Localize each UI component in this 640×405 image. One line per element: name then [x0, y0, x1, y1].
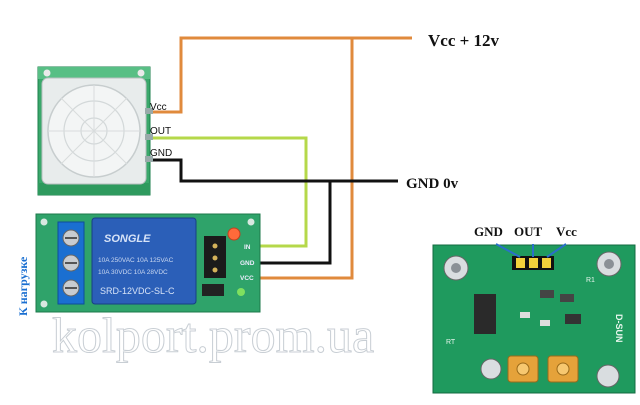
pcb-inset	[432, 243, 636, 394]
gnd-wire	[150, 158, 398, 183]
out-wire	[150, 136, 308, 248]
relay-module	[35, 213, 261, 313]
pir-pin-gnd-label: GND	[150, 148, 172, 159]
pcb-ref-rt: RT	[446, 339, 456, 346]
pir-sensor-module	[37, 66, 153, 196]
vcc-wire	[150, 36, 412, 114]
gnd-wire-to-relay	[260, 181, 332, 265]
relay-pin-gnd-label: GND	[240, 260, 255, 267]
pcb-header-gnd-label: GND	[474, 224, 503, 239]
watermark: kolport.prom.ua	[52, 307, 374, 363]
relay-model: SRD-12VDC-SL-C	[100, 286, 175, 296]
pcb-header-vcc-label: Vcc	[556, 224, 577, 239]
vcc-wire-to-relay	[260, 38, 354, 280]
relay-pin-in-label: IN	[244, 244, 251, 251]
pcb-ref-r1: R1	[586, 277, 595, 284]
pcb-chip-label: D-SUN	[614, 314, 624, 343]
relay-rating-1: 10A 250VAC 10A 125VAC	[98, 257, 174, 264]
relay-brand: SONGLE	[104, 233, 151, 245]
vcc-supply-label: Vcc + 12v	[428, 31, 500, 50]
relay-pin-vcc-label: VCC	[240, 275, 254, 282]
pcb-header-out-label: OUT	[514, 224, 543, 239]
pir-pin-out-label: OUT	[150, 126, 171, 137]
relay-body	[91, 217, 197, 305]
screw-terminal-block	[57, 221, 85, 305]
pir-pin-vcc-label: Vcc	[150, 102, 167, 113]
pcb-ic-chip	[474, 294, 496, 334]
signal-led-icon	[237, 288, 245, 296]
fresnel-lens-icon	[47, 84, 141, 178]
gnd-supply-label: GND 0v	[406, 176, 459, 192]
relay-rating-2: 10A 30VDC 10A 28VDC	[98, 269, 168, 276]
power-led-icon	[227, 227, 241, 241]
load-label: К нагрузке	[16, 256, 30, 316]
